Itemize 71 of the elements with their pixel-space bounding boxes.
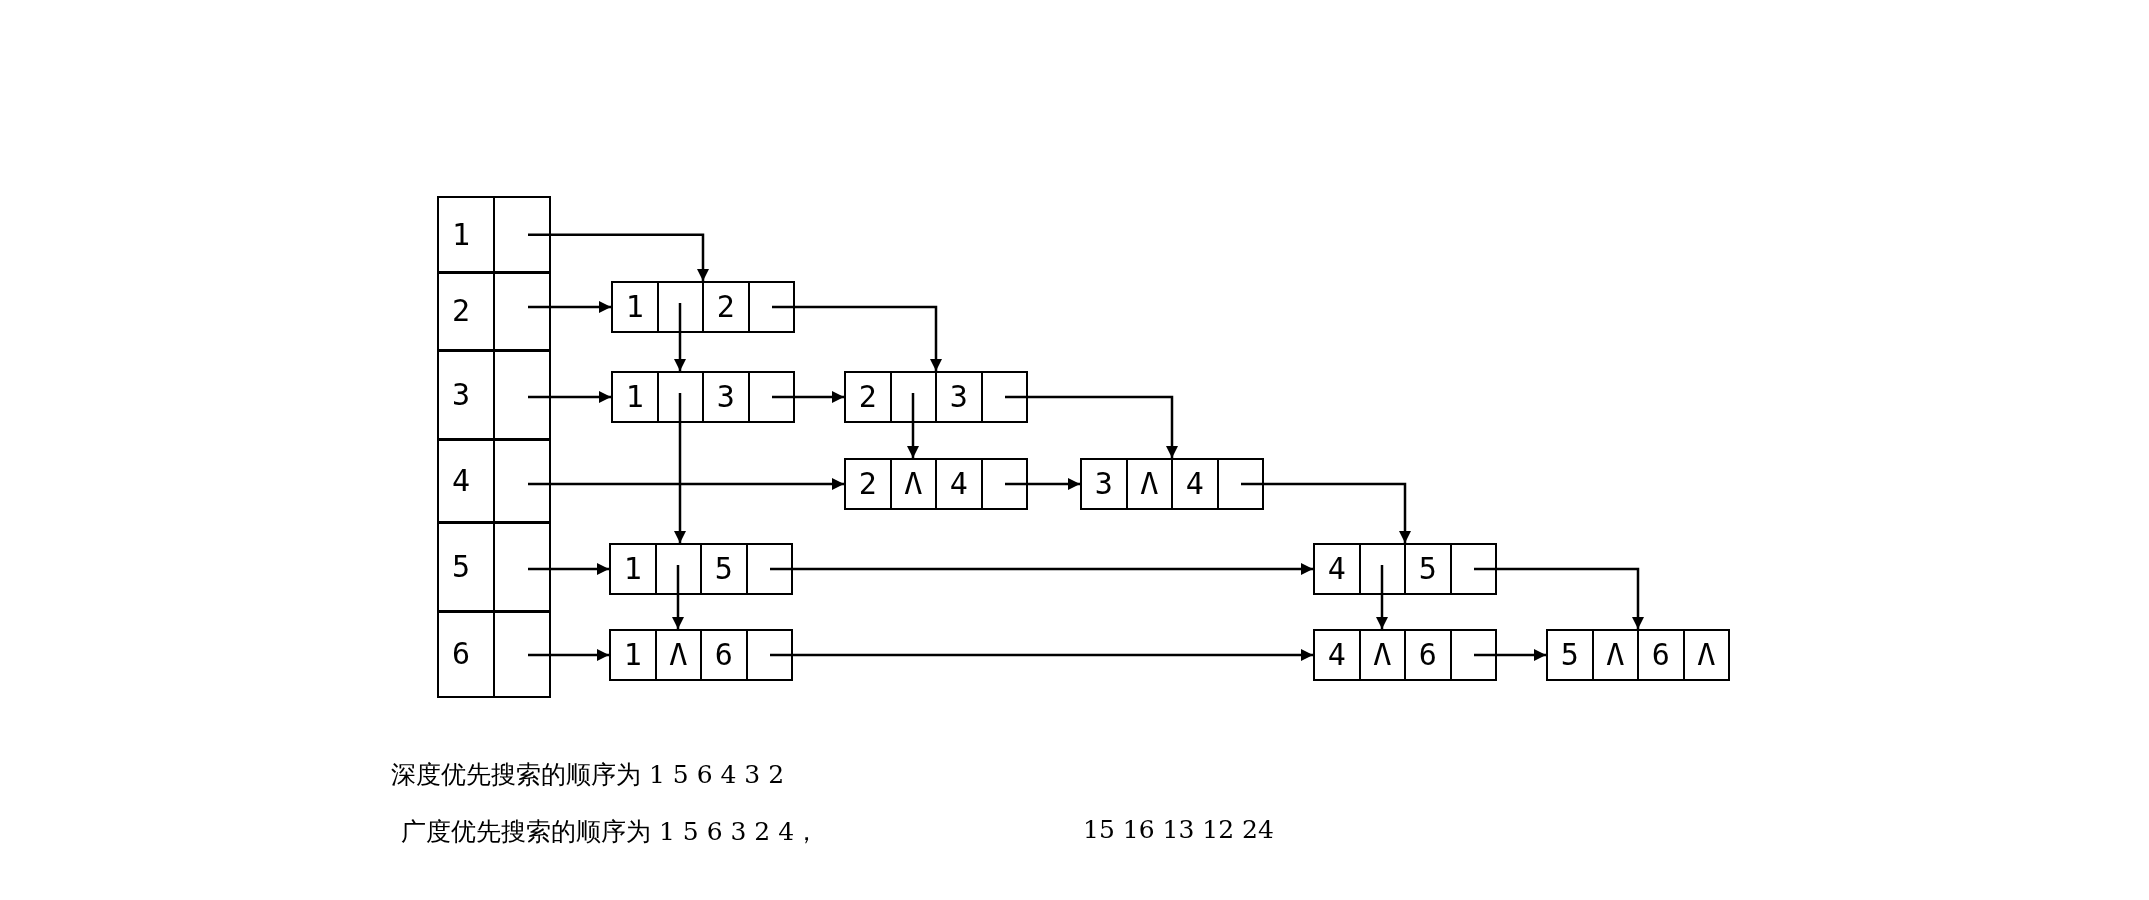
cell-value: 4 bbox=[1327, 640, 1346, 670]
arrow bbox=[772, 305, 943, 371]
vertex-table-row bbox=[437, 271, 551, 352]
vertex-number: 3 bbox=[451, 379, 471, 410]
edge-list-node bbox=[611, 281, 795, 333]
vertex-number: 2 bbox=[451, 296, 471, 327]
vertex-number: 1 bbox=[451, 219, 471, 250]
search-order-text: 广度优先搜索的顺序为 1 5 6 3 2 4， bbox=[401, 816, 820, 848]
edge-list-node bbox=[1546, 629, 1730, 681]
arrow bbox=[770, 562, 1313, 576]
edge-list-node bbox=[611, 371, 795, 423]
cell-value: 6 bbox=[1418, 640, 1437, 670]
cell-value: 4 bbox=[1327, 554, 1346, 584]
cell-value: Λ bbox=[669, 640, 688, 670]
arrow bbox=[528, 233, 710, 281]
cell-value: 3 bbox=[1094, 469, 1113, 499]
cell-value: 2 bbox=[858, 469, 877, 499]
cell-value: 5 bbox=[1418, 554, 1437, 584]
arrow bbox=[528, 300, 611, 314]
arrow bbox=[906, 393, 920, 458]
vertex-table-row bbox=[437, 349, 551, 441]
cell-value: 1 bbox=[623, 554, 642, 584]
arrow bbox=[528, 648, 609, 662]
arrow bbox=[1375, 565, 1389, 629]
arrow bbox=[671, 565, 685, 629]
cell-value: Λ bbox=[1140, 469, 1159, 499]
arrow bbox=[528, 390, 611, 404]
cell-value: 3 bbox=[716, 382, 735, 412]
arrow bbox=[772, 390, 844, 404]
arrow bbox=[673, 303, 687, 371]
vertex-table-row bbox=[437, 521, 551, 613]
arrow bbox=[1005, 477, 1080, 491]
arrow bbox=[528, 562, 609, 576]
cell-value: 3 bbox=[949, 382, 968, 412]
edge-list-node bbox=[609, 629, 793, 681]
cell-value: 1 bbox=[623, 640, 642, 670]
vertex-table-row bbox=[437, 438, 551, 524]
vertex-table-row bbox=[437, 196, 551, 274]
arrow bbox=[673, 393, 687, 543]
cell-value: 1 bbox=[625, 292, 644, 322]
vertex-number: 6 bbox=[451, 638, 471, 669]
cell-value: Λ bbox=[1606, 640, 1625, 670]
edge-list-node bbox=[1313, 543, 1497, 595]
vertex-number: 4 bbox=[451, 465, 471, 496]
arrow bbox=[1005, 395, 1179, 458]
cell-value: Λ bbox=[904, 469, 923, 499]
cell-value: 4 bbox=[1185, 469, 1204, 499]
edge-list-node bbox=[844, 371, 1028, 423]
cell-value: 2 bbox=[716, 292, 735, 322]
cell-value: 1 bbox=[625, 382, 644, 412]
search-order-text: 15 16 13 12 24 bbox=[1083, 815, 1274, 844]
arrow bbox=[1474, 648, 1546, 662]
edge-list-node bbox=[844, 458, 1028, 510]
cell-value: 6 bbox=[714, 640, 733, 670]
arrow bbox=[770, 648, 1313, 662]
arrow bbox=[1241, 482, 1412, 543]
cell-value: 5 bbox=[714, 554, 733, 584]
search-order-text: 深度优先搜索的顺序为 1 5 6 4 3 2 bbox=[391, 759, 785, 791]
cell-value: 2 bbox=[858, 382, 877, 412]
edge-list-node bbox=[1313, 629, 1497, 681]
edge-list-node bbox=[609, 543, 793, 595]
vertex-number: 5 bbox=[451, 551, 471, 582]
vertex-table-row bbox=[437, 610, 551, 698]
edge-list-node bbox=[1080, 458, 1264, 510]
arrow bbox=[528, 477, 844, 491]
cell-value: 5 bbox=[1560, 640, 1579, 670]
cell-value: 6 bbox=[1651, 640, 1670, 670]
cell-value: Λ bbox=[1373, 640, 1392, 670]
arrow bbox=[1474, 567, 1645, 629]
cell-value: Λ bbox=[1697, 640, 1716, 670]
cell-value: 4 bbox=[949, 469, 968, 499]
